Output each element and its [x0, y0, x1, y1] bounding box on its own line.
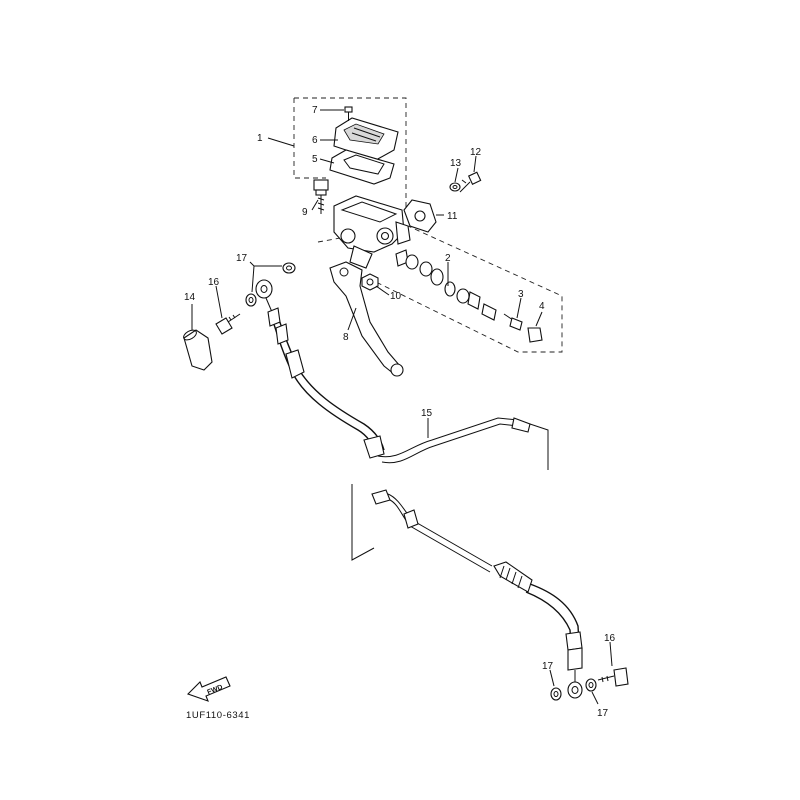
- leader-lines: [191, 109, 613, 705]
- callout-16-upper: 16: [208, 277, 220, 288]
- callout-3: 3: [518, 289, 524, 300]
- callout-8: 8: [343, 332, 349, 343]
- callout-16-lower: 16: [604, 633, 616, 644]
- union-bolt-16-upper: [215, 313, 241, 335]
- boot-cap-4: [527, 327, 543, 343]
- callout-17-lower-right: 17: [597, 708, 609, 719]
- callout-12: 12: [470, 147, 482, 158]
- pivot-nut-10: [361, 273, 379, 291]
- piston-kit: [395, 249, 497, 321]
- callout-6: 6: [312, 135, 318, 146]
- callout-1: 1: [257, 133, 263, 144]
- callout-14: 14: [184, 292, 196, 303]
- copper-washer-17-lower-right: [585, 678, 597, 692]
- reservoir-diaphragm: [329, 149, 395, 185]
- rubber-cap-14: [183, 329, 213, 371]
- callout-13: 13: [450, 158, 462, 169]
- callout-17-lower-mid: 17: [542, 661, 554, 672]
- callout-5: 5: [312, 154, 318, 165]
- copper-washer-17-lower-mid: [550, 687, 562, 701]
- push-rod-3: [503, 313, 523, 331]
- reservoir-cap: [333, 117, 399, 161]
- callout-17-upper: 17: [236, 253, 248, 264]
- upper-banjo-fitting: [255, 279, 273, 313]
- callout-4: 4: [539, 301, 545, 312]
- callout-10: 10: [390, 291, 402, 302]
- diagram-code: 1UF110-6341: [186, 710, 250, 721]
- copper-washer-17-lower-left: [245, 293, 257, 307]
- holder-bolt-12: [459, 171, 482, 193]
- reservoir-assembly-dashed-box: [293, 97, 407, 214]
- master-cylinder-body: [333, 195, 411, 269]
- clutch-hose-15: [267, 307, 583, 699]
- clamp-holder: [403, 199, 437, 233]
- union-bolt-16-lower: [597, 667, 629, 687]
- holder-washer-13: [449, 182, 461, 192]
- forward-arrow-icon: FWD: [186, 676, 231, 702]
- clutch-lever: [329, 261, 404, 377]
- callout-7: 7: [312, 105, 318, 116]
- copper-washer-17-upper: [282, 262, 296, 274]
- callout-15: 15: [421, 408, 433, 419]
- callout-11: 11: [447, 211, 458, 222]
- callout-9: 9: [302, 207, 308, 218]
- cap-screw: [344, 106, 353, 121]
- union-bolt-9: [313, 179, 329, 214]
- callouts: 1 2 3 4 5 6 7 8 9 10 11 12 13 14 15 16 1…: [184, 105, 616, 719]
- callout-2: 2: [445, 253, 451, 264]
